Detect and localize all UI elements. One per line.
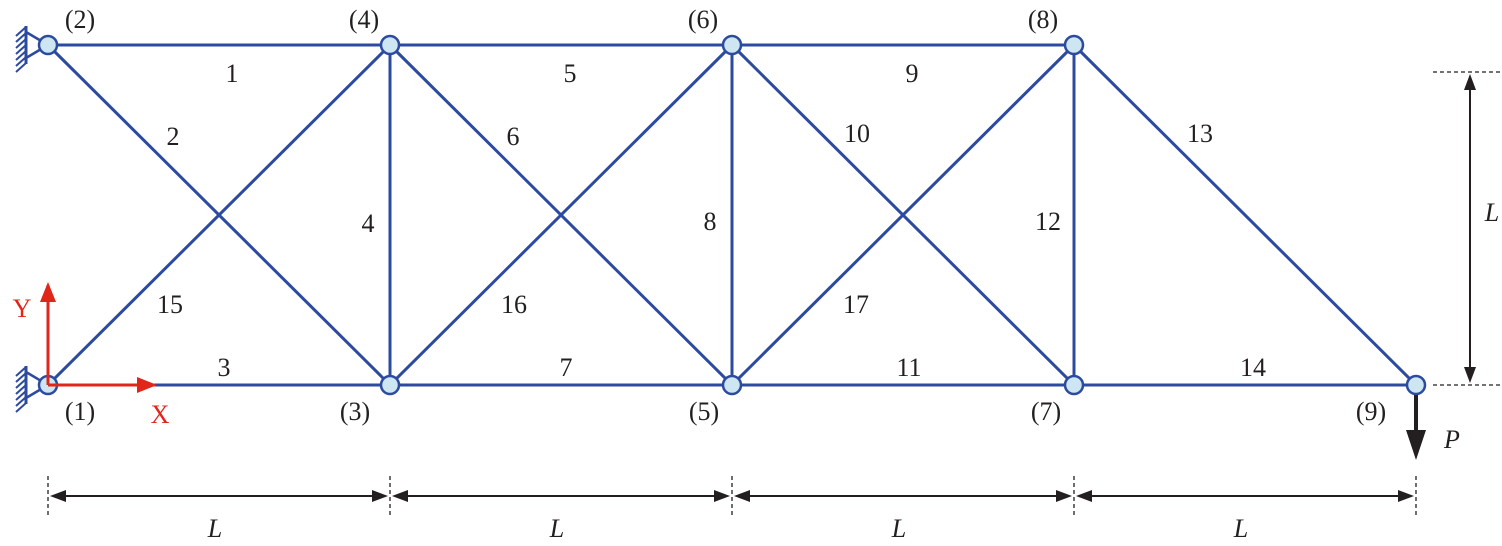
support-hatch xyxy=(15,372,27,383)
member-label-7: 7 xyxy=(560,353,573,382)
node-label-5: (5) xyxy=(689,397,719,426)
member-label-6: 6 xyxy=(507,122,520,151)
support-hatch xyxy=(15,26,27,37)
dimension-layer: L L L L L xyxy=(47,71,1502,543)
bay-dimension-label: L xyxy=(1233,514,1248,543)
member-15 xyxy=(46,43,392,387)
y-axis-label: Y xyxy=(13,294,32,323)
bay-dimension-3: L xyxy=(734,490,1072,543)
member-13 xyxy=(1072,43,1418,387)
node-labels-layer: (1) (2) (3) (4) (5) (6) (7) (8) (9) xyxy=(65,5,1386,426)
pin-support-node-2 xyxy=(15,26,50,73)
node-label-3: (3) xyxy=(340,397,370,426)
x-axis-label: X xyxy=(151,400,170,429)
coordinate-axes: XY xyxy=(13,282,170,429)
member-label-9: 9 xyxy=(906,59,919,88)
member-label-4: 4 xyxy=(362,209,375,238)
node-label-6: (6) xyxy=(688,5,718,34)
member-17 xyxy=(730,43,1076,387)
dimension-arrowhead-down xyxy=(1464,367,1476,383)
height-dimension-label: L xyxy=(1484,198,1499,227)
bay-dimension-label: L xyxy=(891,514,906,543)
member-label-17: 17 xyxy=(843,290,869,319)
node-9 xyxy=(1405,374,1427,396)
bay-dimension-label: L xyxy=(207,514,222,543)
bay-dimension-1: L xyxy=(50,490,388,543)
member-label-2: 2 xyxy=(167,122,180,151)
support-hatch xyxy=(15,56,27,67)
dimension-arrowhead-right xyxy=(714,490,730,502)
node-label-7: (7) xyxy=(1031,397,1061,426)
member-label-14: 14 xyxy=(1240,353,1266,382)
x-axis-arrowhead xyxy=(137,377,157,393)
node-7 xyxy=(1063,374,1085,396)
pin-support-node-1 xyxy=(15,366,50,413)
node-5 xyxy=(721,374,743,396)
node-label-2: (2) xyxy=(65,5,95,34)
load-label: P xyxy=(1443,425,1460,454)
member-label-13: 13 xyxy=(1187,119,1213,148)
support-hatch xyxy=(15,44,27,55)
support-hatch xyxy=(15,38,27,49)
members-layer xyxy=(46,43,1418,387)
bay-dimension-4: L xyxy=(1076,490,1414,543)
member-label-5: 5 xyxy=(564,59,577,88)
height-dimension: L xyxy=(1433,71,1502,386)
member-label-12: 12 xyxy=(1035,207,1061,236)
dimension-arrowhead-left xyxy=(1076,490,1092,502)
dimension-arrowhead-up xyxy=(1464,74,1476,90)
member-label-11: 11 xyxy=(896,353,921,382)
dimension-arrowhead-right xyxy=(372,490,388,502)
load-arrowhead xyxy=(1406,430,1426,460)
support-hatch xyxy=(15,390,27,401)
member-label-8: 8 xyxy=(704,207,717,236)
node-label-1: (1) xyxy=(65,397,95,426)
member-label-1: 1 xyxy=(226,59,239,88)
node-label-8: (8) xyxy=(1028,5,1058,34)
bay-dimension-label: L xyxy=(549,514,564,543)
support-hatch xyxy=(15,62,27,73)
member-label-10: 10 xyxy=(844,119,870,148)
bay-dimension-2: L xyxy=(392,490,730,543)
support-hatch xyxy=(15,378,27,389)
member-16 xyxy=(388,43,734,387)
node-label-4: (4) xyxy=(349,5,379,34)
member-label-16: 16 xyxy=(501,290,527,319)
dimension-arrowhead-right xyxy=(1056,490,1072,502)
member-label-3: 3 xyxy=(218,353,231,382)
node-label-9: (9) xyxy=(1356,397,1386,426)
dimension-arrowhead-left xyxy=(392,490,408,502)
node-4 xyxy=(379,34,401,56)
member-label-15: 15 xyxy=(157,290,183,319)
y-axis-arrowhead xyxy=(40,282,56,302)
support-hatch xyxy=(15,396,27,407)
node-8 xyxy=(1063,34,1085,56)
dimension-arrowhead-right xyxy=(1398,490,1414,502)
node-3 xyxy=(379,374,401,396)
load-layer: P xyxy=(1406,395,1460,460)
node-2 xyxy=(37,34,59,56)
support-hatch xyxy=(15,366,27,377)
node-6 xyxy=(721,34,743,56)
dimension-arrowhead-left xyxy=(50,490,66,502)
dimension-arrowhead-left xyxy=(734,490,750,502)
support-hatch xyxy=(15,384,27,395)
supports-layer xyxy=(15,26,50,413)
support-hatch xyxy=(15,402,27,413)
support-hatch xyxy=(15,50,27,61)
nodes-layer xyxy=(37,34,1427,396)
support-hatch xyxy=(15,32,27,43)
